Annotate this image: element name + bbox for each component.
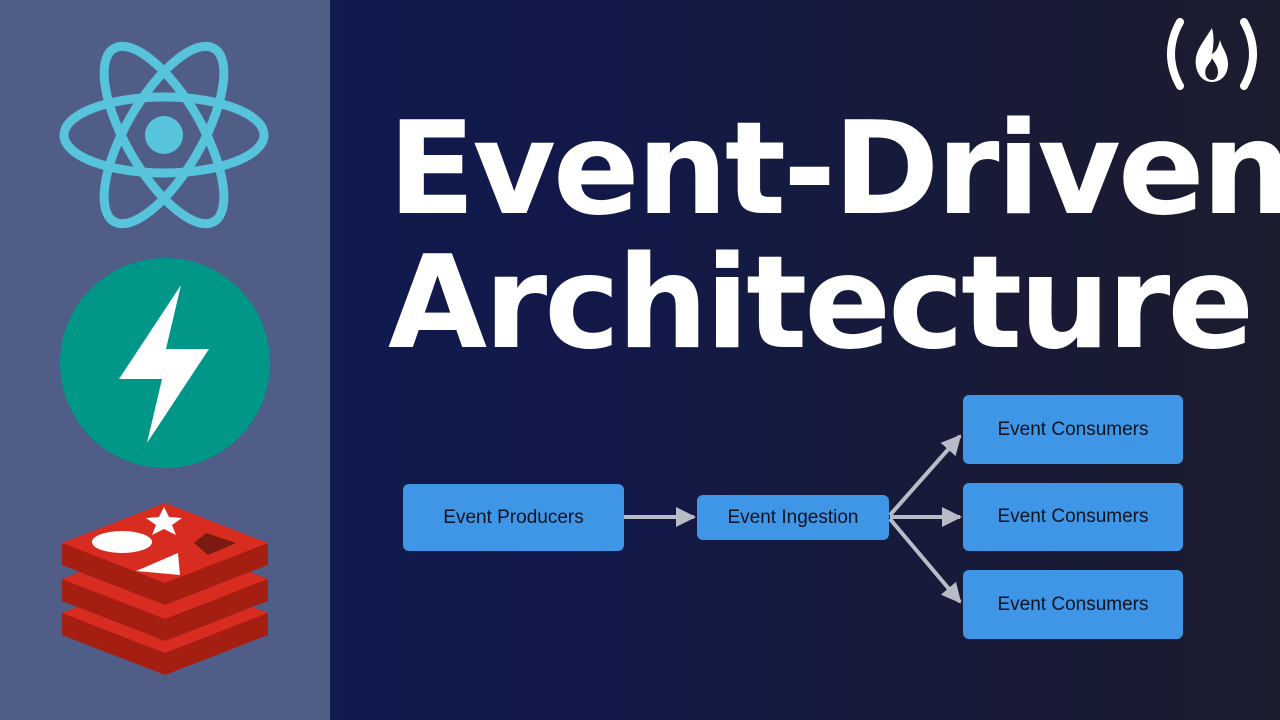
arrow-ingestion-to-consumer-1	[888, 434, 962, 517]
arrow-ingestion-to-consumer-3	[888, 517, 962, 604]
title-line-1: Event-Driven	[388, 95, 1280, 244]
title-line-2: Architecture	[388, 229, 1254, 378]
react-logo-icon	[59, 41, 269, 229]
node-event-ingestion: Event Ingestion	[697, 495, 889, 540]
node-event-consumers-2: Event Consumers	[963, 483, 1183, 551]
node-event-consumers-3: Event Consumers	[963, 570, 1183, 639]
redis-logo-icon	[62, 503, 268, 675]
fastapi-logo-icon	[60, 258, 270, 468]
node-event-consumers-1: Event Consumers	[963, 395, 1183, 464]
logo-sidebar	[0, 0, 330, 720]
node-event-producers: Event Producers	[403, 484, 624, 551]
freecodecamp-logo-icon	[1167, 18, 1257, 90]
